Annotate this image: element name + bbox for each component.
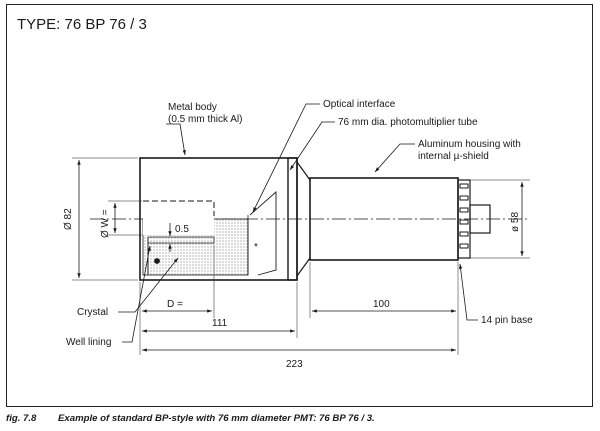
label-base-diameter: ø 58 (510, 212, 521, 232)
label-well-depth: D = (167, 299, 183, 310)
leader-pin-base (458, 263, 478, 321)
label-pin-base: 14 pin base (481, 315, 533, 326)
label-body-length: 111 (212, 318, 228, 329)
flange (287, 157, 298, 281)
label-metal-body-1: Metal body (168, 102, 217, 113)
source-dot (154, 258, 160, 264)
leader-metal-body (166, 123, 186, 156)
interface-mark: * (254, 242, 258, 253)
label-aluminum-1: Aluminum housing with (418, 139, 521, 150)
figure-caption-text: Example of standard BP-style with 76 mm … (58, 413, 375, 424)
leader-photomultiplier (289, 121, 335, 171)
label-crystal: Crystal (77, 307, 108, 318)
leader-crystal (118, 257, 179, 313)
drawing-frame (6, 4, 593, 407)
label-well-width: Ø W = (100, 209, 111, 238)
leader-optical-interface (252, 103, 320, 213)
well-outline (143, 200, 215, 216)
label-lining: 0.5 (175, 224, 189, 235)
figure-number: fig. 7.8 (6, 413, 37, 424)
pmt-window (249, 191, 277, 276)
label-optical-interface: Optical interface (323, 99, 396, 110)
leader-aluminum (374, 143, 415, 173)
well (143, 201, 214, 235)
label-overall-length: 223 (286, 359, 303, 370)
title: TYPE: 76 BP 76 / 3 (17, 16, 147, 33)
leader-well-lining (122, 245, 151, 343)
figure-caption: fig. 7.8 Example of standard BP-style wit… (6, 413, 596, 429)
label-tube-length: 100 (373, 299, 390, 310)
label-well-lining: Well lining (66, 337, 111, 348)
label-aluminum-2: internal µ-shield (418, 151, 489, 162)
label-photomultiplier: 76 mm dia. photomultiplier tube (338, 117, 478, 128)
base-key (469, 204, 491, 234)
label-diameter-82: Ø 82 (63, 208, 74, 230)
label-metal-body-2: (0.5 mm thick Al) (168, 114, 242, 125)
pins (459, 183, 469, 249)
